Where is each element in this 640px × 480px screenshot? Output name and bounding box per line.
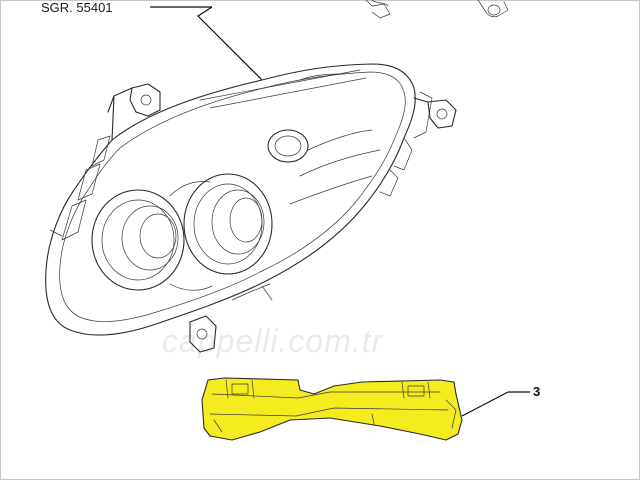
headlamp-assembly-icon — [45, 63, 457, 353]
bracket-part-icon — [201, 377, 463, 441]
bulb-icon-2 — [477, 0, 509, 18]
bulb-icon — [365, 0, 391, 19]
reference-code-label: SGR. 55401 — [41, 0, 113, 15]
callout-3-number: 3 — [533, 384, 540, 399]
callout-3-leader-line — [461, 391, 509, 417]
watermark-text: cappelli.com.tr — [162, 323, 384, 359]
reference-leader-line — [197, 6, 263, 81]
